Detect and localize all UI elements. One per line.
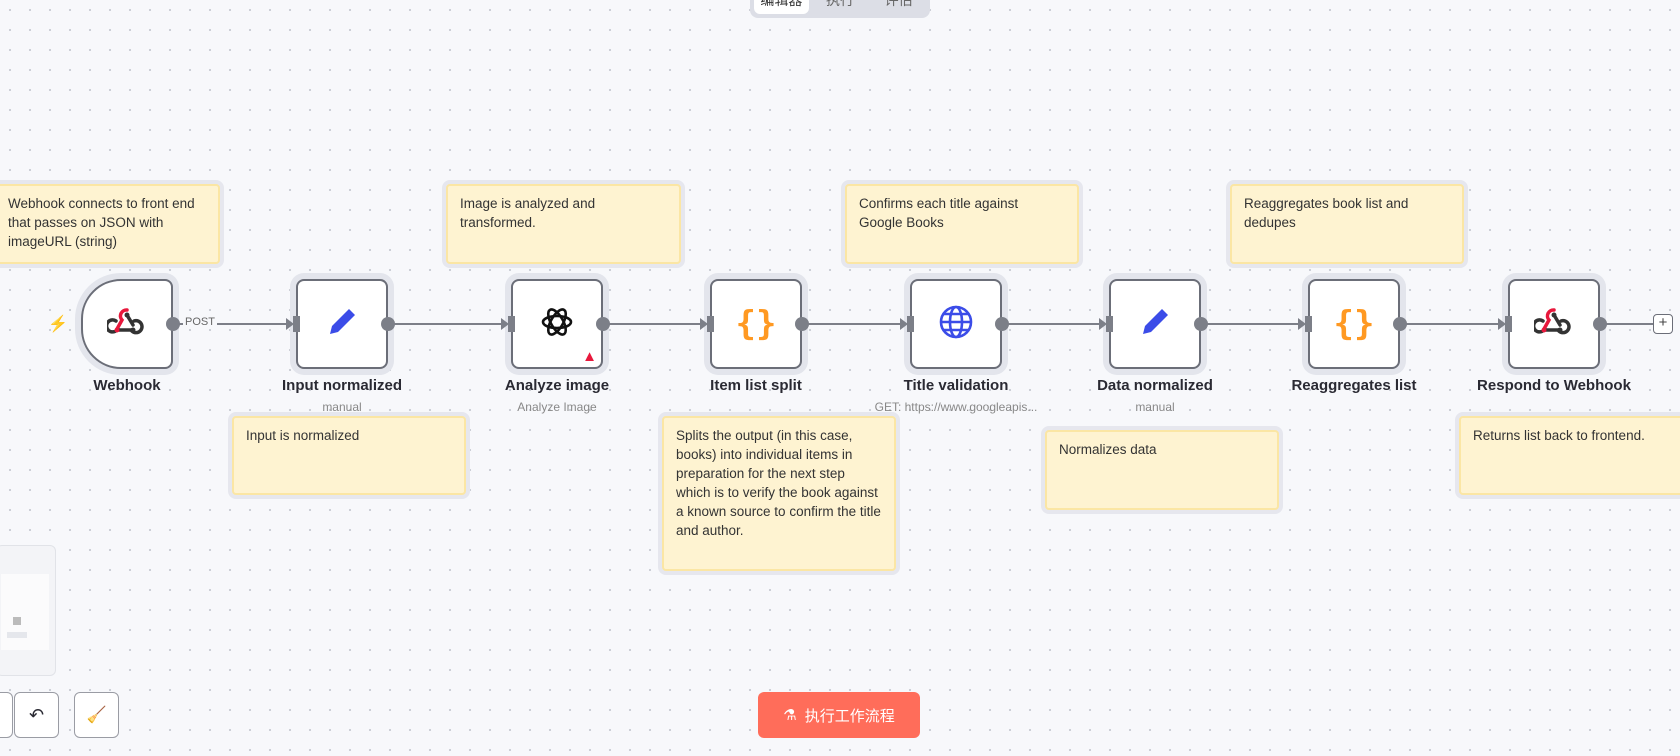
input-handle[interactable]: [508, 316, 515, 332]
sticky-note[interactable]: Reaggregates book list and dedupes: [1230, 184, 1464, 264]
node-title: Respond to Webhook: [1477, 377, 1631, 394]
arrow-head: [1298, 318, 1306, 330]
output-handle[interactable]: [995, 317, 1009, 331]
workflow-node[interactable]: {}: [710, 279, 802, 369]
pencil-icon: [1135, 302, 1175, 347]
code-braces-icon: {}: [1333, 304, 1375, 344]
node-title: Data normalized: [1097, 377, 1213, 394]
input-handle[interactable]: [1106, 316, 1113, 332]
tidy-up-button[interactable]: 🧹: [74, 692, 119, 738]
input-handle[interactable]: [293, 316, 300, 332]
input-handle[interactable]: [907, 316, 914, 332]
connection[interactable]: [1405, 323, 1502, 325]
output-handle[interactable]: [1593, 317, 1607, 331]
arrow-head: [501, 318, 509, 330]
connection[interactable]: [178, 323, 290, 325]
minimap[interactable]: [0, 545, 56, 676]
webhook-icon: [104, 302, 147, 347]
run-workflow-button[interactable]: ⚗ 执行工作流程: [758, 692, 920, 738]
arrow-head: [1099, 318, 1107, 330]
output-handle[interactable]: [1194, 317, 1208, 331]
trigger-bolt-icon: ⚡: [48, 316, 68, 333]
globe-icon: [936, 302, 976, 347]
run-workflow-label: 执行工作流程: [804, 707, 895, 725]
node-title: Item list split: [710, 377, 802, 394]
workflow-node[interactable]: ▲: [511, 279, 603, 369]
output-handle[interactable]: [596, 317, 610, 331]
undo-icon: ↶: [28, 704, 45, 725]
node-subtitle: Analyze Image: [517, 400, 597, 414]
sticky-note[interactable]: Splits the output (in this case, books) …: [662, 416, 896, 571]
pencil-icon: [322, 302, 362, 347]
sticky-note[interactable]: Confirms each title against Google Books: [845, 184, 1079, 264]
node-subtitle: manual: [1135, 400, 1175, 414]
sticky-note[interactable]: Returns list back to frontend.: [1459, 416, 1680, 495]
tab-evaluations[interactable]: 评估: [884, 0, 913, 8]
sticky-note[interactable]: Webhook connects to front end that passe…: [0, 184, 220, 264]
output-handle[interactable]: [381, 317, 395, 331]
output-handle[interactable]: [795, 317, 809, 331]
input-handle[interactable]: [1505, 316, 1512, 332]
node-title: Webhook: [93, 377, 161, 394]
connection[interactable]: [807, 323, 904, 325]
workflow-node[interactable]: [1508, 279, 1600, 369]
code-braces-icon: {}: [735, 304, 777, 344]
node-title: Input normalized: [282, 377, 402, 394]
add-node-button[interactable]: +: [1653, 314, 1673, 334]
flask-icon: ⚗: [783, 707, 797, 724]
undo-button[interactable]: ↶: [14, 692, 59, 738]
connection[interactable]: [393, 323, 505, 325]
openai-icon: [537, 302, 577, 347]
node-title: Title validation: [903, 377, 1009, 394]
connection: [1606, 323, 1654, 325]
broom-icon: 🧹: [86, 707, 107, 724]
node-title: Analyze image: [504, 377, 610, 394]
workflow-node[interactable]: [1109, 279, 1201, 369]
arrow-head: [700, 318, 708, 330]
connection[interactable]: [608, 323, 704, 325]
input-handle[interactable]: [1305, 316, 1312, 332]
connection[interactable]: [1206, 323, 1302, 325]
output-handle[interactable]: [1393, 317, 1407, 331]
warning-icon: ▲: [582, 348, 597, 365]
webhook-icon: [1531, 302, 1574, 347]
arrow-head: [286, 318, 294, 330]
input-handle[interactable]: [707, 316, 714, 332]
workflow-node[interactable]: [81, 279, 173, 369]
sticky-note[interactable]: Input is normalized: [232, 416, 466, 495]
sticky-note[interactable]: Image is analyzed and transformed.: [446, 184, 681, 264]
workflow-node[interactable]: [296, 279, 388, 369]
zoom-button[interactable]: [0, 692, 13, 738]
node-subtitle: GET: https://www.googleapis...: [874, 400, 1038, 414]
output-handle[interactable]: [166, 317, 180, 331]
connection[interactable]: [1007, 323, 1103, 325]
arrow-head: [900, 318, 908, 330]
workflow-node[interactable]: [910, 279, 1002, 369]
arrow-head: [1498, 318, 1506, 330]
sticky-note[interactable]: Normalizes data: [1045, 430, 1279, 510]
workflow-node[interactable]: {}: [1308, 279, 1400, 369]
node-subtitle: manual: [322, 400, 362, 414]
node-title: Reaggregates list: [1291, 377, 1417, 394]
view-tabs: 编辑器 执行 评估: [750, 0, 930, 18]
tab-editor[interactable]: 编辑器: [754, 0, 809, 14]
tab-executions[interactable]: 执行: [826, 0, 854, 8]
edge-label: POST: [183, 316, 217, 328]
